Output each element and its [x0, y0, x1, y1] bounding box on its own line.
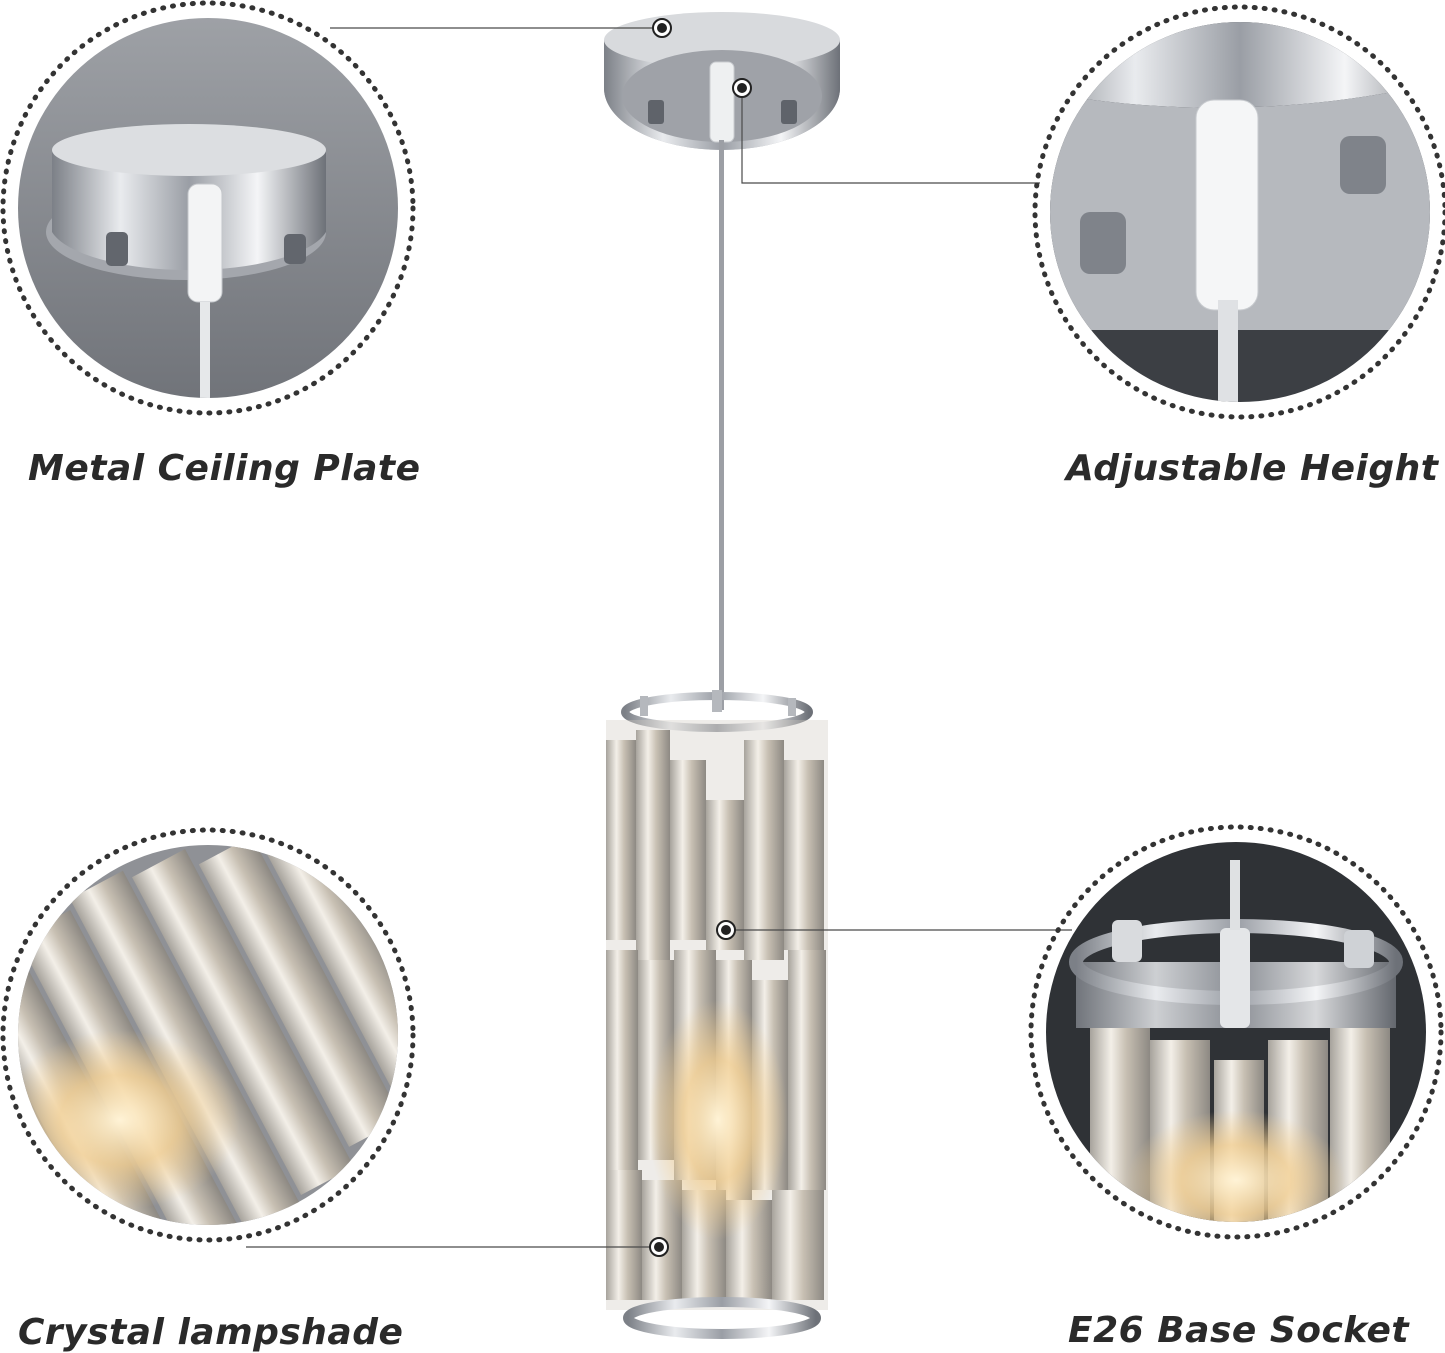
- pendant-light: [604, 12, 840, 1339]
- detail-circle-adjustable-height: [1032, 4, 1445, 420]
- label-metal-ceiling-plate: Metal Ceiling Plate: [28, 448, 421, 489]
- crystal-body: [606, 720, 828, 1310]
- marker-dot: [737, 83, 747, 93]
- label-e26-base-socket: E26 Base Socket: [1068, 1310, 1410, 1351]
- label-crystal-lampshade: Crystal lampshade: [18, 1312, 404, 1353]
- marker-dot: [721, 925, 731, 935]
- detail-circle-ceiling-plate: [0, 0, 416, 416]
- callout-markers: [649, 18, 752, 1257]
- suspension-cord: [719, 140, 724, 710]
- leader-lines: [246, 27, 1072, 1248]
- ceiling-plate: [604, 12, 840, 150]
- detail-circle-crystal-lampshade: [0, 827, 416, 1243]
- marker-dot: [654, 1242, 664, 1252]
- detail-circle-base-socket: [1028, 824, 1444, 1240]
- label-adjustable-height: Adjustable Height: [1066, 448, 1439, 489]
- marker-dot: [657, 23, 667, 33]
